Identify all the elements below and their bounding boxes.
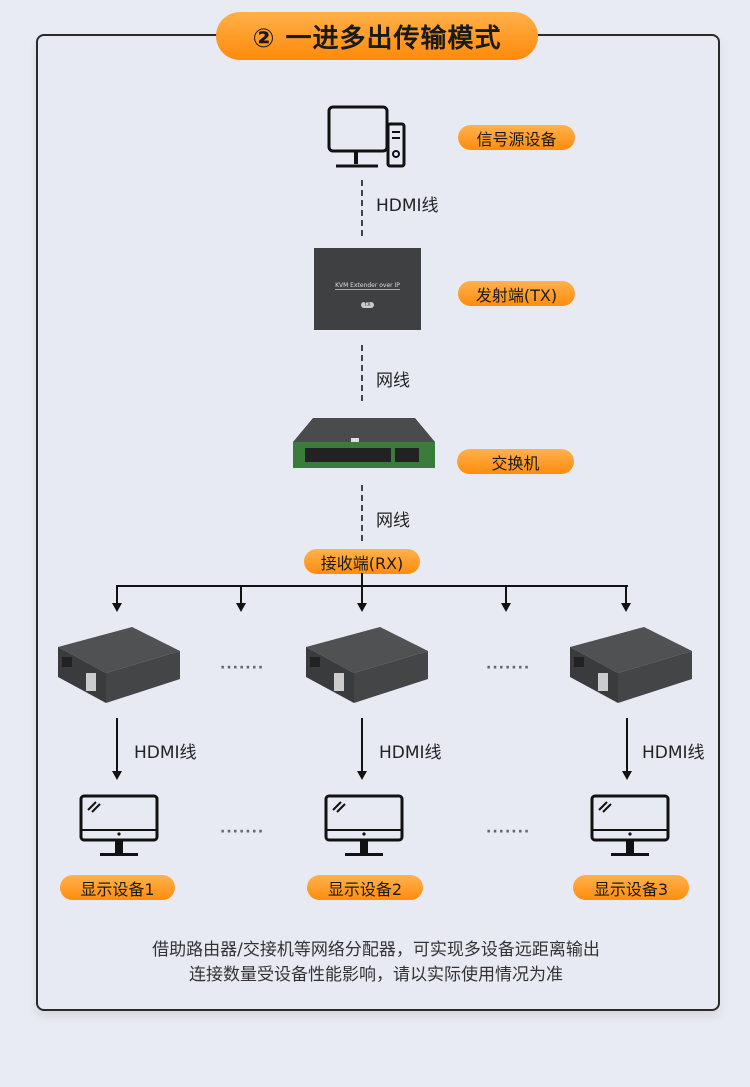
- hdmi-cable-label: HDMI线: [134, 743, 197, 763]
- arrow-down-icon: [112, 771, 122, 780]
- distribution-stem: [361, 573, 363, 587]
- ellipsis: ·······: [220, 824, 265, 840]
- page-title: ② 一进多出传输模式: [216, 12, 538, 60]
- hdmi-cable-label: HDMI线: [376, 196, 439, 216]
- arrow-down-icon: [501, 603, 511, 612]
- arrow-down-icon: [622, 771, 632, 780]
- branch-line: [505, 585, 507, 605]
- ellipsis: ·······: [486, 824, 531, 840]
- network-switch: [293, 418, 435, 468]
- footer-note-2: 连接数量受设备性能影响，请以实际使用情况为准: [189, 965, 563, 985]
- tx-badge: TX: [361, 302, 374, 308]
- hdmi-cable-label: HDMI线: [642, 743, 705, 763]
- receiver-device-2: [306, 627, 428, 703]
- receiver-device-1: [58, 627, 180, 703]
- arrow-down-icon: [236, 603, 246, 612]
- ellipsis: ·······: [220, 660, 265, 676]
- display-label-1: 显示设备1: [60, 875, 175, 900]
- branch-line: [625, 585, 627, 605]
- arrow-down-icon: [621, 603, 631, 612]
- network-cable-line-2: [361, 485, 363, 541]
- branch-line: [361, 585, 363, 605]
- arrow-down-icon: [112, 603, 122, 612]
- display-label-2: 显示设备2: [307, 875, 423, 900]
- monitor-icon: [590, 794, 670, 856]
- tx-label: 发射端(TX): [458, 281, 575, 306]
- hdmi-cable-line: [361, 180, 363, 236]
- hdmi-arrow-line-3: [626, 718, 628, 773]
- arrow-down-icon: [357, 603, 367, 612]
- hdmi-arrow-line-2: [361, 718, 363, 773]
- ellipsis: ·······: [486, 660, 531, 676]
- desktop-computer-icon: [327, 105, 406, 168]
- tx-device: KVM Extender over IP TX: [314, 248, 421, 330]
- network-cable-label-1: 网线: [376, 371, 410, 391]
- switch-label: 交换机: [457, 449, 574, 474]
- monitor-icon: [324, 794, 404, 856]
- hdmi-arrow-line-1: [116, 718, 118, 773]
- branch-line: [240, 585, 242, 605]
- display-label-3: 显示设备3: [573, 875, 689, 900]
- network-cable-label-2: 网线: [376, 511, 410, 531]
- diagram-frame: [36, 34, 720, 1011]
- arrow-down-icon: [357, 771, 367, 780]
- distribution-bus: [116, 585, 628, 587]
- branch-line: [116, 585, 118, 605]
- footer-note-1: 借助路由器/交接机等网络分配器，可实现多设备远距离输出: [152, 940, 600, 960]
- source-label: 信号源设备: [458, 125, 575, 150]
- hdmi-cable-label: HDMI线: [379, 743, 442, 763]
- rx-label: 接收端(RX): [304, 549, 420, 574]
- receiver-device-3: [570, 627, 692, 703]
- network-cable-line-1: [361, 345, 363, 401]
- tx-device-text: KVM Extender over IP: [335, 282, 400, 290]
- monitor-icon: [79, 794, 159, 856]
